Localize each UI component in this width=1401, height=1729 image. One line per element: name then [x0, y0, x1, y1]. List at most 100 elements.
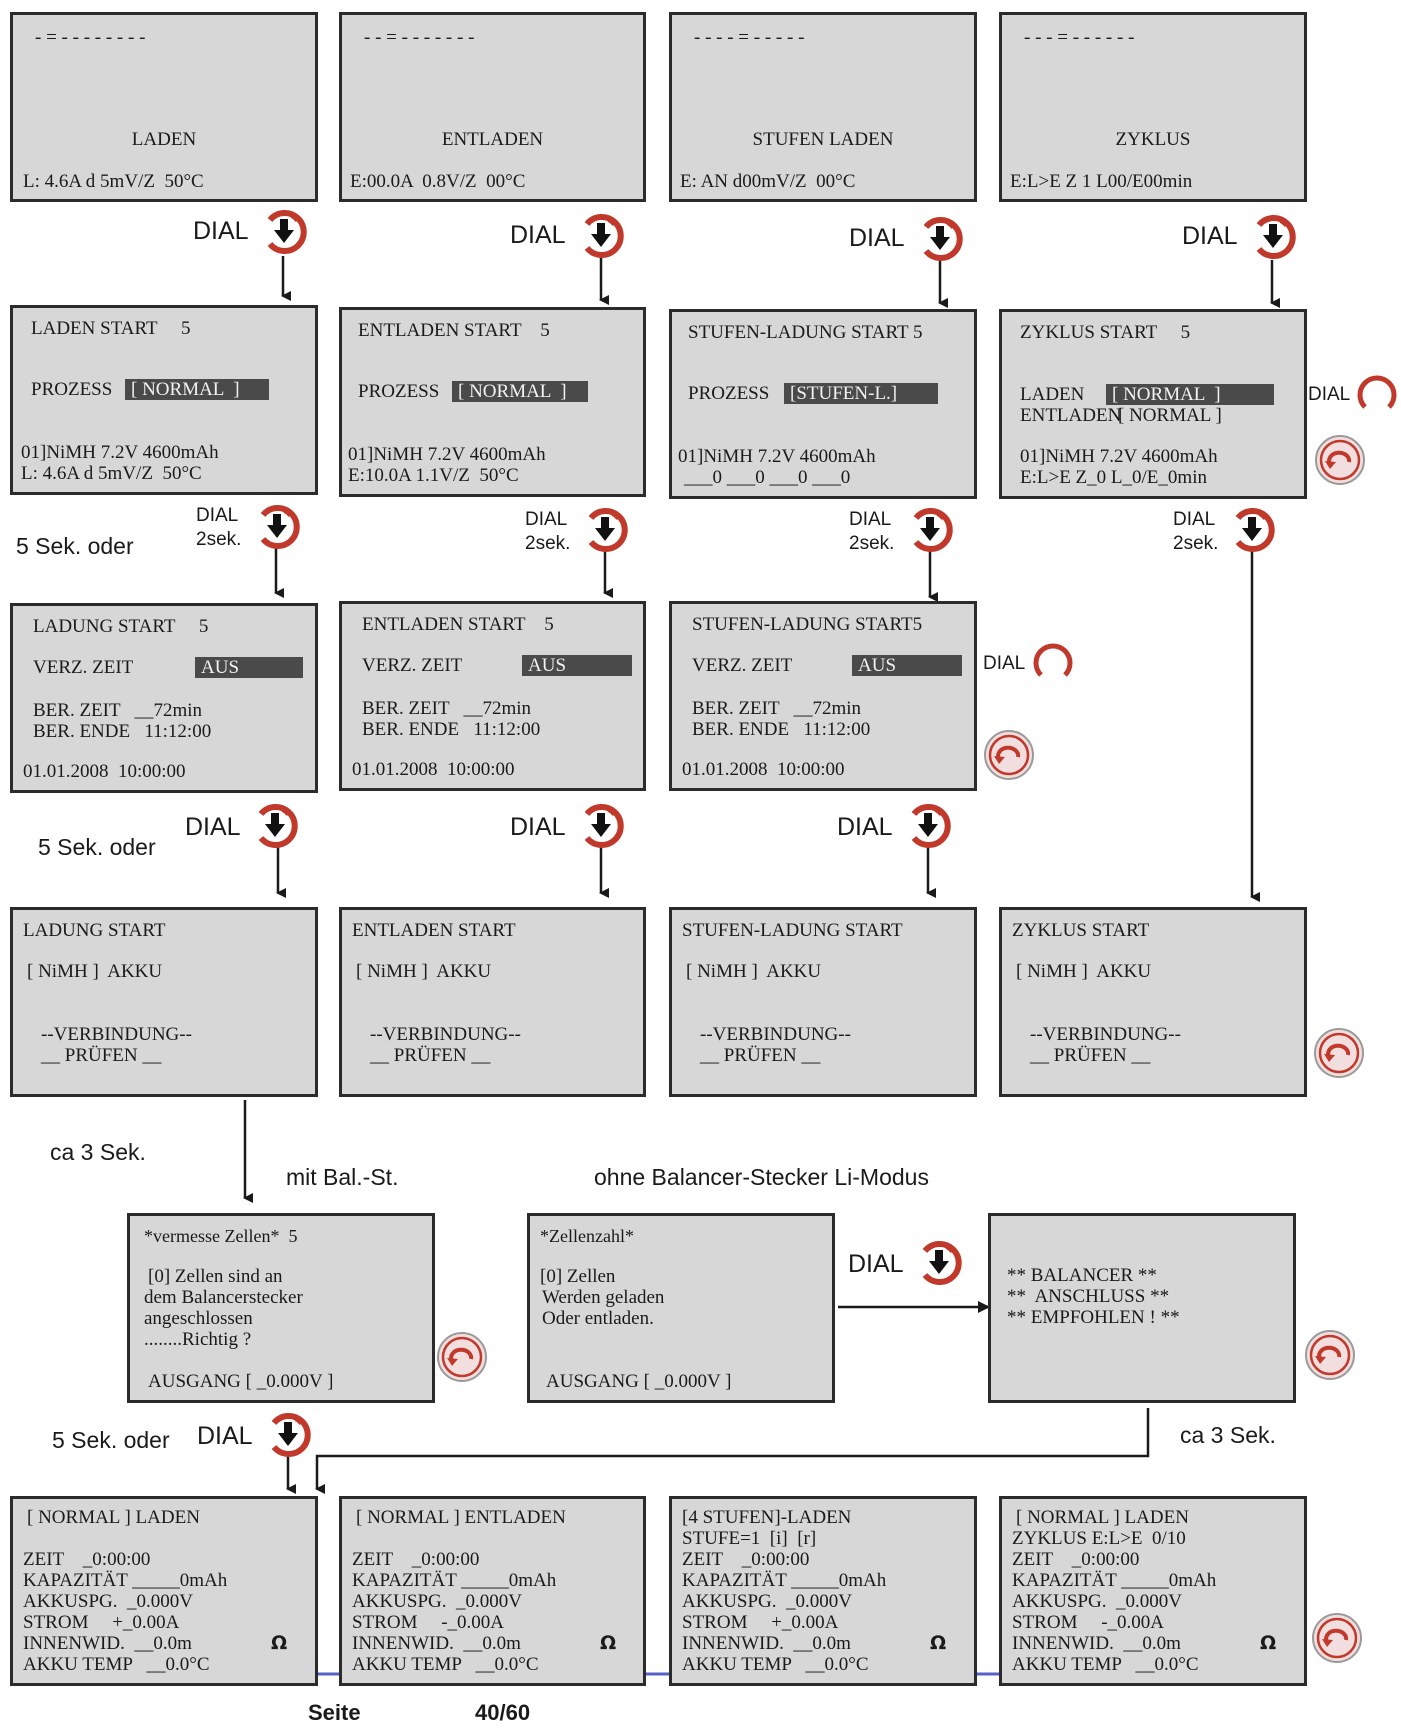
- screen-header: LADEN START 5: [31, 318, 191, 339]
- innenwid-line: INNENWID. __0.0m: [352, 1633, 521, 1654]
- ausgang-line: AUSGANG [ _0.000V ]: [546, 1371, 732, 1392]
- ber-zeit: BER. ZEIT __72min: [362, 698, 532, 719]
- strom-line: STROM +_0.00A: [23, 1612, 180, 1633]
- screen-header: STUFEN-LADUNG START: [682, 920, 903, 941]
- screen-zellenzahl: *Zellenzahl* [0] Zellen Werden geladen O…: [527, 1213, 835, 1403]
- screen-entladen-start: ENTLADEN START 5 PROZESS [ NORMAL ] 01]N…: [339, 307, 646, 497]
- screen-laden-menu: - = - - - - - - - - LADEN L: 4.6A d 5mV/…: [10, 12, 318, 202]
- screen-stufen-ladung-start: STUFEN-LADUNG START 5 PROZESS [STUFEN-L.…: [669, 309, 977, 499]
- verz-zeit-label: VERZ. ZEIT: [33, 657, 134, 678]
- menu-position: - - = - - - - - - -: [364, 27, 475, 48]
- akku-type: [ NiMH ] AKKU: [686, 961, 822, 982]
- dial-label: DIAL: [837, 813, 893, 841]
- arrow-r3-r4: [276, 845, 936, 898]
- zellenzahl-header: *Zellenzahl*: [540, 1226, 634, 1246]
- verbindung-line: --VERBINDUNG--: [700, 1024, 851, 1045]
- zellen-count: [0] Zellen sind an: [148, 1266, 283, 1287]
- akku-type: [ NiMH ] AKKU: [27, 961, 163, 982]
- screen-entladen-menu: - - = - - - - - - - ENTLADEN E:00.0A 0.8…: [339, 12, 646, 202]
- screen-zyklus-status: [ NORMAL ] LADEN ZYKLUS E:L>E 0/10 ZEIT …: [999, 1496, 1307, 1686]
- akku-params: E:L>E Z_0 L_0/E_0min: [1020, 467, 1207, 488]
- zeit-line: ZEIT _0:00:00: [682, 1549, 810, 1570]
- arrow-r1-r2: [281, 256, 1280, 308]
- dial-label: DIAL: [510, 221, 566, 249]
- screen-laden-verz: LADUNG START 5 VERZ. ZEIT AUS BER. ZEIT …: [10, 603, 318, 793]
- screen-zyklus-verbindung: ZYKLUS START [ NiMH ] AKKU --VERBINDUNG-…: [999, 907, 1307, 1097]
- pruefen-line: __ PRÜFEN __: [700, 1045, 821, 1066]
- verbindung-line: --VERBINDUNG--: [370, 1024, 521, 1045]
- screen-entladen-verbindung: ENTLADEN START [ NiMH ] AKKU --VERBINDUN…: [339, 907, 646, 1097]
- vermesse-line: ........Richtig ?: [144, 1329, 252, 1350]
- akkutemp-line: AKKU TEMP __0.0°C: [23, 1654, 210, 1675]
- zeit-line: ZEIT _0:00:00: [352, 1549, 480, 1570]
- akkuspg-line: AKKUSPG. _0.000V: [23, 1591, 193, 1612]
- screen-header: STUFEN-LADUNG START 5: [688, 322, 923, 343]
- ber-ende: BER. ENDE 11:12:00: [33, 721, 212, 742]
- verz-zeit-value[interactable]: AUS: [522, 655, 632, 676]
- kapazitaet-line: KAPAZITÄT _____0mAh: [1012, 1570, 1217, 1591]
- balancer-line: ** EMPFOHLEN ! **: [1007, 1307, 1180, 1328]
- entladen-value[interactable]: [ NORMAL ]: [1118, 405, 1222, 426]
- menu-position: - - - = - - - - - -: [1024, 27, 1135, 48]
- footer-seite: Seite: [308, 1700, 361, 1725]
- dial-2sek-label: 2sek.: [1173, 533, 1219, 554]
- footer-page-number: 40/60: [475, 1700, 531, 1725]
- screen-stufen-verz: STUFEN-LADUNG START5 VERZ. ZEIT AUS BER.…: [669, 601, 977, 791]
- menu-info: E:L>E Z 1 L00/E00min: [1010, 171, 1193, 192]
- menu-title: ZYKLUS: [1115, 129, 1191, 150]
- screen-zyklus-start: ZYKLUS START 5 LADEN [ NORMAL ] ENTLADEN…: [999, 309, 1307, 499]
- verz-zeit-label: VERZ. ZEIT: [692, 655, 793, 676]
- zeit-line: ZEIT _0:00:00: [1012, 1549, 1140, 1570]
- dial-2sek-label: 2sek.: [196, 529, 242, 550]
- prozess-value[interactable]: [STUFEN-L.]: [784, 383, 938, 404]
- akku-params: ___0 ___0 ___0 ___0: [684, 467, 851, 488]
- datetime: 01.01.2008 10:00:00: [23, 761, 186, 782]
- akku-info: 01]NiMH 7.2V 4600mAh: [678, 446, 876, 467]
- prozess-value[interactable]: [ NORMAL ]: [125, 379, 269, 400]
- kapazitaet-line: KAPAZITÄT _____0mAh: [352, 1570, 557, 1591]
- ber-ende: BER. ENDE 11:12:00: [692, 719, 871, 740]
- status-header: [ NORMAL ] LADEN: [27, 1507, 200, 1528]
- dial-label: DIAL: [510, 813, 566, 841]
- screen-header: STUFEN-LADUNG START5: [692, 614, 923, 635]
- ohm-symbol: Ω: [271, 1632, 288, 1654]
- screen-stufen-laden-status: [4 STUFEN]-LADEN STUFE=1 [i] [r] ZEIT _0…: [669, 1496, 977, 1686]
- five-sek-label: 5 Sek. oder: [16, 533, 134, 559]
- akkutemp-line: AKKU TEMP __0.0°C: [352, 1654, 539, 1675]
- dial-label: DIAL: [197, 1422, 253, 1450]
- vermesse-line: angeschlossen: [144, 1308, 253, 1329]
- screen-header: LADUNG START 5: [33, 616, 209, 637]
- ausgang-line: AUSGANG [ _0.000V ]: [148, 1371, 334, 1392]
- verbindung-line: --VERBINDUNG--: [41, 1024, 192, 1045]
- balancer-line: ** BALANCER **: [1007, 1265, 1157, 1286]
- screen-vermesse-zellen: *vermesse Zellen* 5 [0] Zellen sind an d…: [127, 1213, 435, 1403]
- dial-label: DIAL: [193, 217, 249, 245]
- screen-laden-start: LADEN START 5 PROZESS [ NORMAL ] 01]NiMH…: [10, 305, 318, 495]
- akkuspg-line: AKKUSPG. _0.000V: [1012, 1591, 1182, 1612]
- prozess-value[interactable]: [ NORMAL ]: [452, 381, 588, 402]
- akkutemp-line: AKKU TEMP __0.0°C: [682, 1654, 869, 1675]
- verz-zeit-value[interactable]: AUS: [195, 657, 303, 678]
- laden-label: LADEN: [1020, 384, 1085, 405]
- screen-header: ENTLADEN START: [352, 920, 516, 941]
- ohm-symbol: Ω: [1260, 1632, 1277, 1654]
- zeit-line: ZEIT _0:00:00: [23, 1549, 151, 1570]
- menu-position: - - - - = - - - - -: [694, 27, 805, 48]
- screen-header: LADUNG START: [23, 920, 166, 941]
- five-sek-label: 5 Sek. oder: [52, 1427, 170, 1453]
- screen-stufen-verbindung: STUFEN-LADUNG START [ NiMH ] AKKU --VERB…: [669, 907, 977, 1097]
- dial-label: DIAL: [848, 1250, 904, 1278]
- verz-zeit-value[interactable]: AUS: [852, 655, 962, 676]
- akkuspg-line: AKKUSPG. _0.000V: [352, 1591, 522, 1612]
- ohm-symbol: Ω: [600, 1632, 617, 1654]
- laden-value[interactable]: [ NORMAL ]: [1106, 384, 1274, 405]
- menu-info: L: 4.6A d 5mV/Z 50°C: [23, 171, 204, 192]
- innenwid-line: INNENWID. __0.0m: [1012, 1633, 1181, 1654]
- status-header: [ NORMAL ] LADEN: [1016, 1507, 1189, 1528]
- screen-header: ENTLADEN START 5: [358, 320, 550, 341]
- innenwid-line: INNENWID. __0.0m: [682, 1633, 851, 1654]
- vermesse-header: *vermesse Zellen* 5: [144, 1226, 298, 1246]
- verbindung-line: --VERBINDUNG--: [1030, 1024, 1181, 1045]
